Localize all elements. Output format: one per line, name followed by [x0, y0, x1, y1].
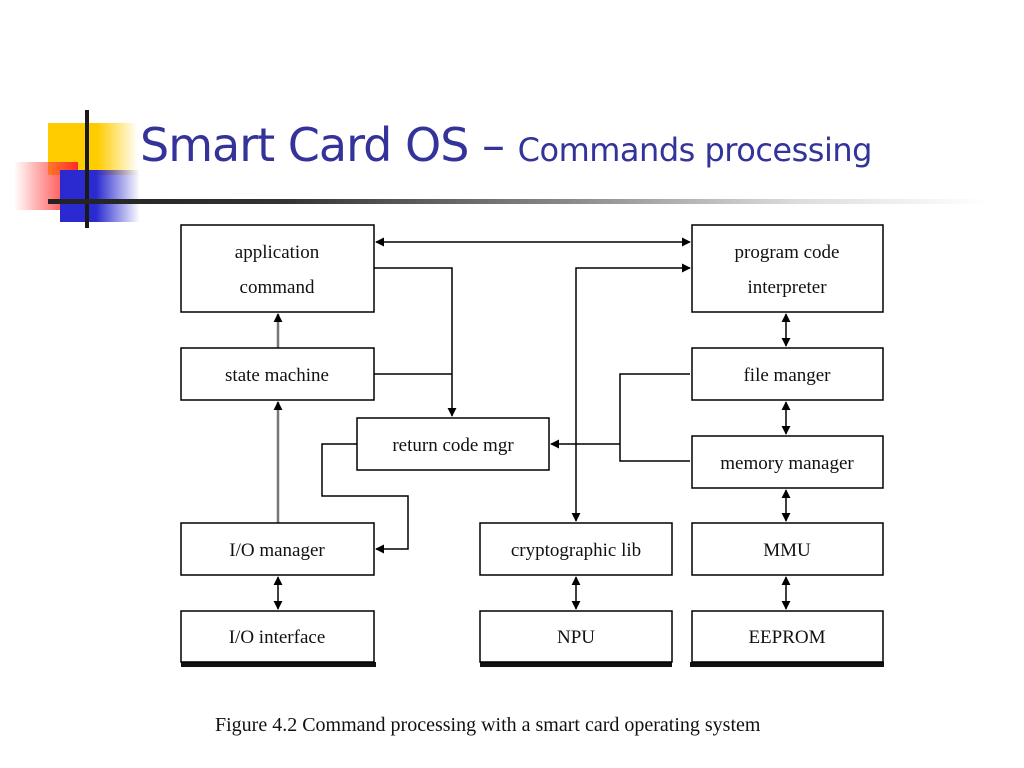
node-label: I/O manager	[229, 540, 325, 561]
node-label: EEPROM	[748, 627, 825, 648]
node-label: interpreter	[747, 277, 827, 298]
node-label: NPU	[557, 627, 595, 648]
node-label: application	[235, 242, 320, 263]
edge-app-returncode	[374, 267, 457, 417]
node-label: program code	[735, 242, 840, 263]
node-npu: NPU	[479, 610, 673, 663]
node-eeprom: EEPROM	[691, 610, 884, 663]
node-label: return code mgr	[392, 435, 514, 456]
node-label: MMU	[763, 540, 811, 561]
node-label: I/O interface	[229, 627, 326, 648]
edge-file-memory-bus	[619, 373, 690, 462]
title-subtitle: Commands processing	[517, 131, 873, 169]
node-mmu: MMU	[691, 522, 884, 576]
slide-title: Smart Card OS – Commands processing	[140, 118, 872, 172]
node-label: file manger	[743, 365, 831, 386]
node-return-code-mgr: return code mgr	[356, 417, 550, 471]
decor-blue-square	[60, 170, 140, 222]
shadow-npu	[480, 662, 672, 667]
figure-caption: Figure 4.2 Command processing with a sma…	[215, 714, 761, 736]
title-underline	[48, 199, 988, 204]
node-file-manger: file manger	[691, 347, 884, 401]
node-cryptographic-lib: cryptographic lib	[479, 522, 673, 576]
shadow-io-interface	[181, 662, 376, 667]
node-memory-manager: memory manager	[691, 435, 884, 489]
decor-vertical-line	[85, 110, 89, 228]
edge-returncode-io	[321, 443, 409, 554]
node-label: command	[240, 277, 315, 298]
title-main: Smart Card OS –	[140, 118, 518, 172]
node-label: memory manager	[720, 453, 854, 474]
node-label: state machine	[225, 365, 329, 386]
node-io-interface: I/O interface	[180, 610, 375, 663]
node-label: cryptographic lib	[511, 540, 641, 561]
node-io-manager: I/O manager	[180, 522, 375, 576]
node-application-command: application command	[180, 224, 375, 313]
connectors	[273, 237, 791, 610]
node-state-machine: state machine	[180, 347, 375, 401]
shadow-eeprom	[690, 662, 884, 667]
edge-interpreter-crypto	[571, 263, 691, 522]
node-program-code-interpreter: program code interpreter	[691, 224, 884, 313]
